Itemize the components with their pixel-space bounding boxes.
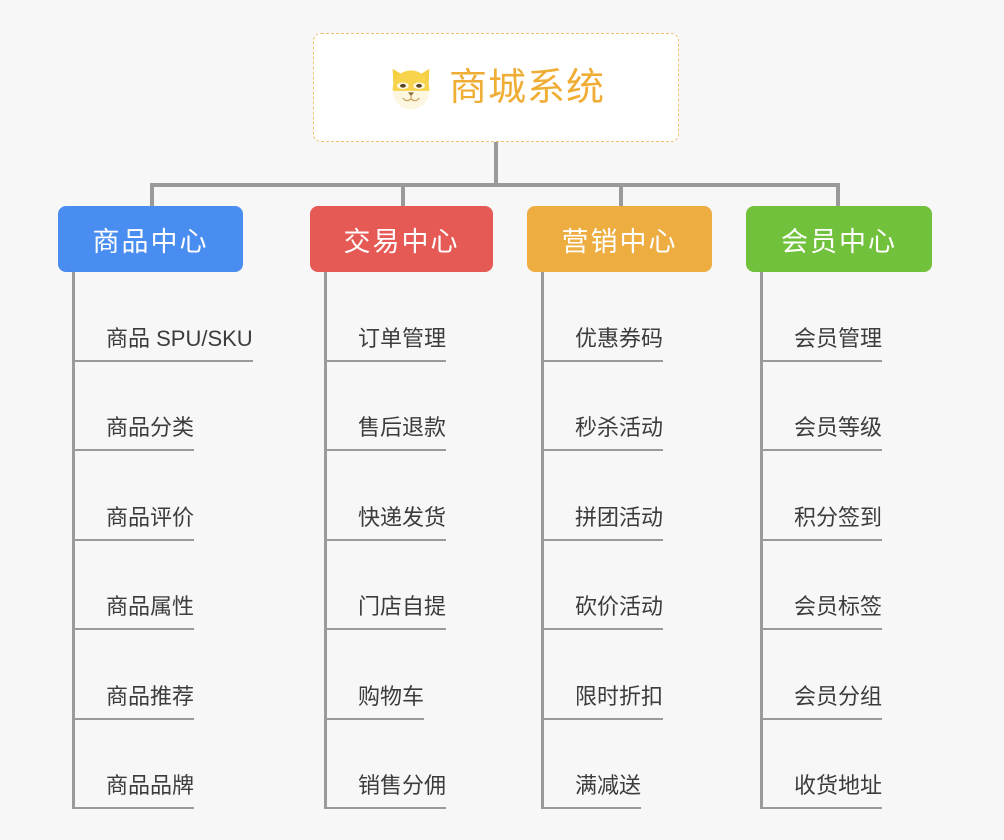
- list-item[interactable]: 限时折扣: [544, 630, 771, 720]
- category-column-member: 会员中心 会员管理 会员等级 积分签到 会员标签 会员分组 收货地址: [746, 206, 990, 809]
- connector-drop-2: [401, 183, 405, 206]
- connector-root-stem: [494, 142, 498, 186]
- leaf-label: 售后退款: [358, 417, 447, 451]
- leaf-label: 门店自提: [358, 596, 447, 630]
- leaf-label: 优惠券码: [575, 327, 664, 362]
- list-item[interactable]: 秒杀活动: [544, 362, 771, 451]
- list-item[interactable]: 售后退款: [327, 362, 554, 451]
- list-item[interactable]: 快递发货: [327, 451, 554, 541]
- list-item[interactable]: 商品推荐: [75, 630, 312, 720]
- leaf-label: 砍价活动: [575, 596, 664, 630]
- leaf-label: 拼团活动: [575, 506, 664, 541]
- list-item[interactable]: 商品 SPU/SKU: [75, 272, 312, 362]
- list-item[interactable]: 积分签到: [763, 451, 990, 541]
- category-header-trade[interactable]: 交易中心: [310, 206, 493, 272]
- list-item[interactable]: 商品品牌: [75, 720, 312, 809]
- leaf-label: 秒杀活动: [575, 417, 664, 451]
- list-item[interactable]: 优惠券码: [544, 272, 771, 362]
- connector-drop-3: [619, 183, 623, 206]
- category-header-label: 营销中心: [561, 226, 678, 257]
- list-item[interactable]: 会员等级: [763, 362, 990, 451]
- connector-drop-1: [150, 183, 154, 206]
- list-item[interactable]: 会员管理: [763, 272, 990, 362]
- list-item[interactable]: 门店自提: [327, 541, 554, 630]
- category-header-product[interactable]: 商品中心: [58, 206, 243, 272]
- list-item[interactable]: 拼团活动: [544, 451, 771, 541]
- leaf-label: 商品推荐: [106, 685, 195, 720]
- category-header-marketing[interactable]: 营销中心: [527, 206, 712, 272]
- leaf-label: 商品属性: [106, 596, 195, 630]
- list-item[interactable]: 满减送: [544, 720, 771, 809]
- leaf-label: 购物车: [358, 685, 425, 720]
- list-item[interactable]: 订单管理: [327, 272, 554, 362]
- leaf-label: 限时折扣: [575, 685, 664, 720]
- leaf-label: 订单管理: [358, 327, 447, 362]
- list-item[interactable]: 砍价活动: [544, 541, 771, 630]
- leaf-list-trade: 订单管理 售后退款 快递发货 门店自提 购物车 销售分佣: [324, 272, 554, 809]
- leaf-label: 满减送: [575, 775, 642, 809]
- leaf-label: 商品分类: [106, 417, 195, 451]
- root-node[interactable]: 商城系统: [313, 33, 679, 142]
- list-item[interactable]: 销售分佣: [327, 720, 554, 809]
- list-item[interactable]: 会员标签: [763, 541, 990, 630]
- category-column-marketing: 营销中心 优惠券码 秒杀活动 拼团活动 砍价活动 限时折扣 满减送: [527, 206, 771, 809]
- category-header-label: 商品中心: [92, 226, 209, 257]
- leaf-label: 会员等级: [794, 417, 883, 451]
- list-item[interactable]: 商品分类: [75, 362, 312, 451]
- leaf-label: 会员分组: [794, 685, 883, 720]
- dog-face-icon: [392, 68, 430, 109]
- list-item[interactable]: 收货地址: [763, 720, 990, 809]
- leaf-label: 积分签到: [794, 506, 883, 541]
- leaf-label: 销售分佣: [358, 775, 447, 809]
- category-header-label: 会员中心: [781, 226, 897, 257]
- leaf-label: 商品评价: [106, 506, 195, 541]
- list-item[interactable]: 商品评价: [75, 451, 312, 541]
- leaf-list-product: 商品 SPU/SKU 商品分类 商品评价 商品属性 商品推荐 商品品牌: [72, 272, 312, 809]
- category-column-trade: 交易中心 订单管理 售后退款 快递发货 门店自提 购物车 销售分佣: [310, 206, 554, 809]
- root-title: 商城系统: [448, 66, 605, 109]
- leaf-label: 会员标签: [794, 596, 883, 630]
- connector-horizontal-bus: [150, 183, 840, 187]
- category-header-member[interactable]: 会员中心: [746, 206, 932, 272]
- category-header-label: 交易中心: [343, 226, 460, 257]
- leaf-label: 商品品牌: [106, 775, 195, 809]
- leaf-list-member: 会员管理 会员等级 积分签到 会员标签 会员分组 收货地址: [760, 272, 990, 809]
- leaf-label: 商品 SPU/SKU: [106, 327, 253, 362]
- connector-drop-4: [836, 183, 840, 206]
- category-column-product: 商品中心 商品 SPU/SKU 商品分类 商品评价 商品属性 商品推荐 商品品牌: [58, 206, 312, 809]
- leaf-label: 收货地址: [794, 775, 883, 809]
- list-item[interactable]: 商品属性: [75, 541, 312, 630]
- leaf-label: 会员管理: [794, 327, 883, 362]
- leaf-label: 快递发货: [358, 506, 447, 541]
- list-item[interactable]: 购物车: [327, 630, 554, 720]
- list-item[interactable]: 会员分组: [763, 630, 990, 720]
- leaf-list-marketing: 优惠券码 秒杀活动 拼团活动 砍价活动 限时折扣 满减送: [541, 272, 771, 809]
